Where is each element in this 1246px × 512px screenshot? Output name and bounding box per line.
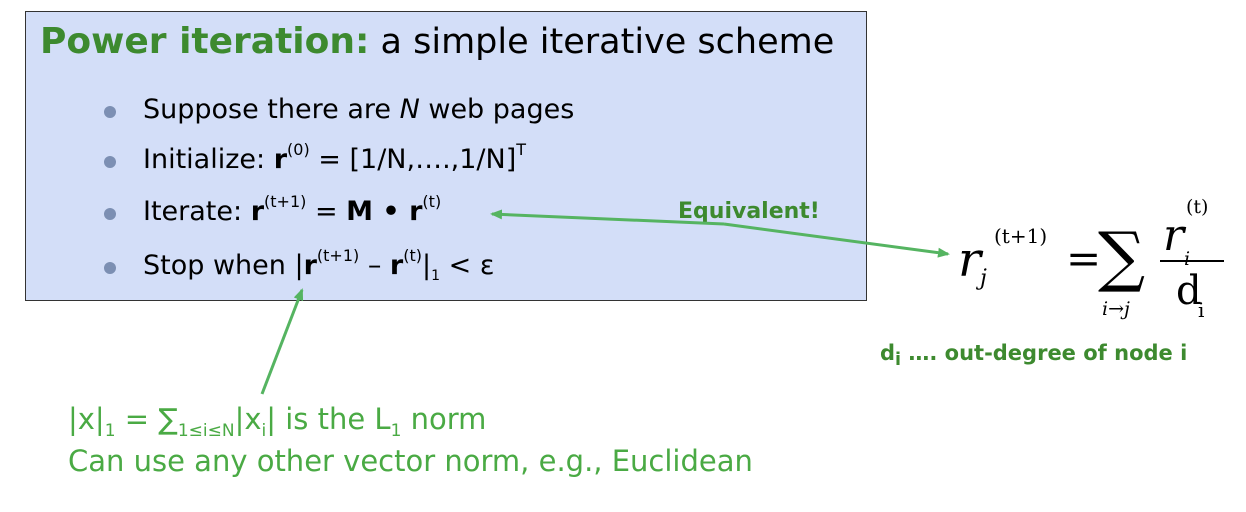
norm-alternative-note: Can use any other vector norm, e.g., Euc… (68, 444, 753, 478)
formula-num-sub: i (1184, 248, 1191, 270)
formula-fraction-bar (1160, 260, 1224, 262)
norm-pointer-arrow (260, 288, 304, 395)
slide-title: Power iteration: a simple iterative sche… (40, 20, 834, 63)
power-iteration-box (25, 11, 867, 301)
equivalence-arrow-right (723, 222, 950, 258)
bullet-dot-1 (104, 106, 116, 118)
formula-lhs-sub: j (980, 266, 987, 291)
out-degree-note: di …. out-degree of node i (880, 341, 1188, 371)
bullet-iterate: Iterate: r(t+1) = M • r(t) (143, 192, 442, 227)
formula-lhs-var: r (958, 232, 981, 288)
formula-sum-index: i→j (1102, 298, 1130, 320)
formula-sum-sign: ∑ (1098, 218, 1146, 295)
formula-den-var: d (1176, 268, 1202, 314)
norm-definition: |x|1 = ∑1≤i≤N|xi| is the L1 norm (68, 402, 487, 441)
bullet-dot-3 (104, 208, 116, 220)
bullet-initialize: Initialize: r(0) = [1/N,….,1/N]T (143, 140, 527, 175)
equivalence-arrow-left (490, 209, 725, 226)
formula-den-sub: i (1198, 298, 1205, 322)
formula-equals: = (1066, 234, 1102, 283)
formula-lhs-sup: (t+1) (994, 224, 1048, 248)
formula-num-sup: (t) (1186, 196, 1209, 218)
bullet-dot-2 (104, 156, 116, 168)
title-lead: Power iteration: (40, 21, 370, 62)
title-rest: a simple iterative scheme (380, 22, 835, 62)
equivalent-label: Equivalent! (678, 199, 820, 224)
bullet-dot-4 (104, 262, 116, 274)
formula-num-var: r (1163, 210, 1185, 261)
bullet-stop: Stop when |r(t+1) – r(t)|1 < ε (143, 246, 495, 284)
bullet-suppose: Suppose there are N web pages (143, 94, 575, 125)
